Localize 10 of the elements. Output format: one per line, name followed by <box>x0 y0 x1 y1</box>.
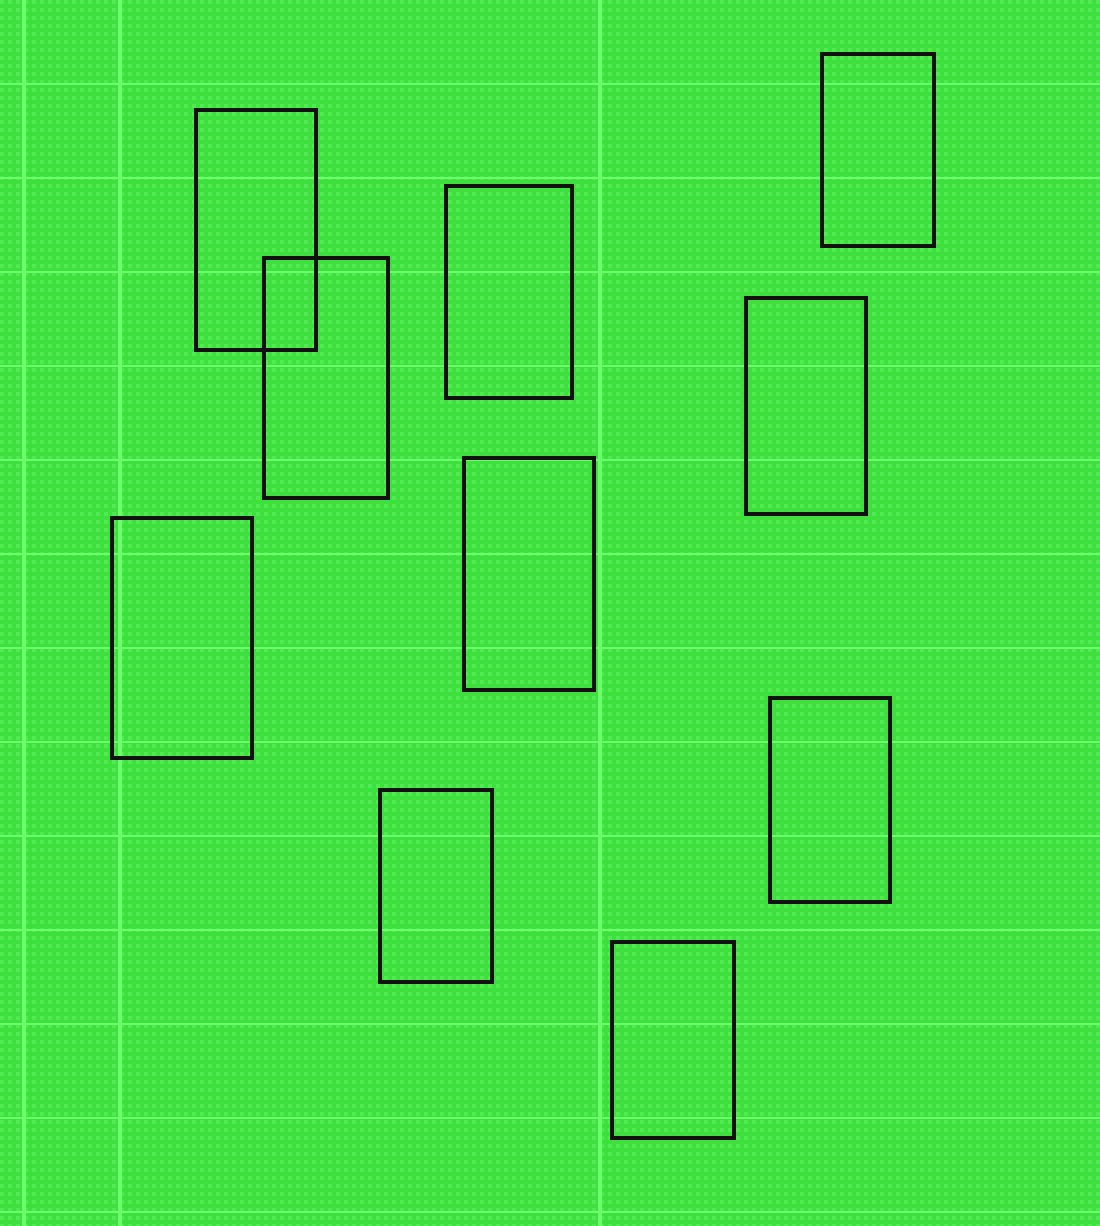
rectangle <box>194 108 318 352</box>
rectangle <box>820 52 936 248</box>
rectangle <box>462 456 596 692</box>
rectangle <box>262 256 390 500</box>
rectangle <box>444 184 574 400</box>
rectangle <box>610 940 736 1140</box>
rectangle <box>768 696 892 904</box>
rectangle <box>110 516 254 760</box>
rectangle <box>378 788 494 984</box>
rectangle <box>744 296 868 516</box>
